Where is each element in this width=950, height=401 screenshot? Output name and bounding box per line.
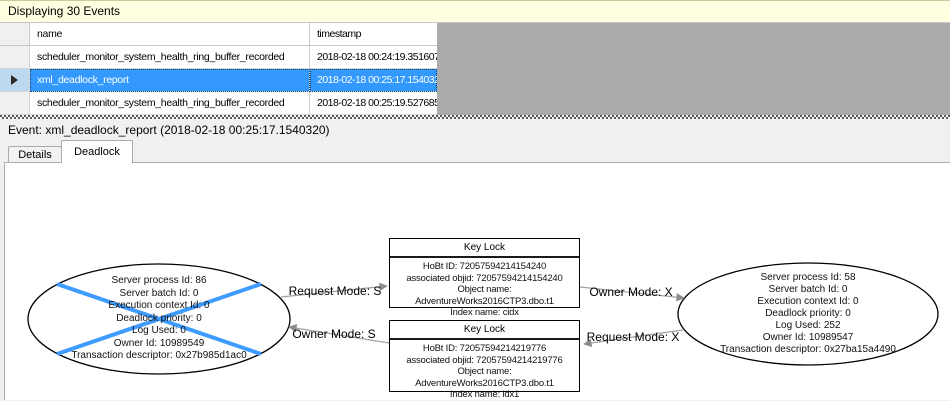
row-selector[interactable] bbox=[0, 46, 30, 69]
key-lock-node-top[interactable]: Key Lock HoBt ID: 72057594214154240 asso… bbox=[389, 238, 580, 318]
process-detail-line: Server process Id: 86 bbox=[111, 275, 207, 286]
process-detail-line: Execution context Id: 0 bbox=[108, 300, 210, 311]
grid-header-row: name timestamp bbox=[0, 23, 437, 46]
row-selector-current[interactable] bbox=[0, 69, 30, 92]
cell-name[interactable]: scheduler_monitor_system_health_ring_buf… bbox=[30, 92, 310, 115]
table-row[interactable]: scheduler_monitor_system_health_ring_buf… bbox=[0, 92, 437, 115]
cell-timestamp[interactable]: 2018-02-18 00:24:19.3516078 bbox=[310, 46, 437, 69]
lock-detail-line: associated objid: 72057594214219776 bbox=[406, 354, 563, 366]
lock-detail-line: HoBt ID: 72057594214154240 bbox=[422, 261, 547, 272]
key-lock-title: Key Lock bbox=[390, 239, 579, 258]
edge-label-owner-mode-s: Owner Mode: S bbox=[292, 327, 376, 341]
process-detail-line: Owner Id: 10989547 bbox=[762, 332, 854, 343]
key-lock-details: HoBt ID: 72057594214219776 associated ob… bbox=[390, 340, 579, 401]
table-row[interactable]: scheduler_monitor_system_health_ring_buf… bbox=[0, 46, 437, 69]
lock-detail-line: Object name: AdventureWorks2016CTP3.dbo.… bbox=[415, 366, 554, 389]
event-summary-bar: Event: xml_deadlock_report (2018-02-18 0… bbox=[0, 119, 950, 141]
event-summary-label: Event: xml_deadlock_report (2018-02-18 0… bbox=[8, 123, 330, 137]
events-grid: name timestamp scheduler_monitor_system_… bbox=[0, 23, 437, 115]
grid-header-timestamp[interactable]: timestamp bbox=[310, 23, 437, 46]
process-detail-line: Server batch Id: 0 bbox=[768, 284, 848, 295]
row-selector[interactable] bbox=[0, 92, 30, 115]
lock-detail-line: Index name: idx1 bbox=[449, 389, 520, 400]
key-lock-title: Key Lock bbox=[390, 321, 579, 340]
edge-label-owner-mode-x: Owner Mode: X bbox=[589, 285, 673, 299]
current-row-arrow-icon bbox=[11, 75, 18, 85]
process-detail-line: Execution context Id: 0 bbox=[757, 296, 859, 307]
process-detail-line: Transaction descriptor: 0x27b985d1ac0 bbox=[71, 350, 247, 361]
table-row-selected[interactable]: xml_deadlock_report 2018-02-18 00:25:17.… bbox=[0, 69, 437, 92]
grid-header-name[interactable]: name bbox=[30, 23, 310, 46]
tab-details[interactable]: Details bbox=[8, 146, 62, 162]
horizontal-splitter[interactable] bbox=[0, 115, 950, 119]
grid-header-selector bbox=[0, 23, 30, 46]
events-count-label: Displaying 30 Events bbox=[8, 4, 121, 18]
cell-timestamp[interactable]: 2018-02-18 00:25:19.5276859 bbox=[310, 92, 437, 115]
process-detail-line: Server process Id: 58 bbox=[760, 272, 856, 283]
process-detail-line: Owner Id: 10989549 bbox=[113, 337, 205, 349]
events-count-bar: Displaying 30 Events bbox=[0, 0, 950, 23]
process-detail-line: Transaction descriptor: 0x27ba15a4490 bbox=[720, 344, 896, 355]
key-lock-node-bottom[interactable]: Key Lock HoBt ID: 72057594214219776 asso… bbox=[389, 320, 580, 400]
edge-label-request-mode-x: Request Mode: X bbox=[586, 330, 680, 344]
edge-label-request-mode-s: Request Mode: S bbox=[288, 284, 382, 298]
process-detail-line: Deadlock priority: 0 bbox=[116, 312, 202, 324]
victim-process-details: Server process Id: 86 Server batch Id: 0… bbox=[19, 275, 299, 363]
process-detail-line: Server batch Id: 0 bbox=[119, 287, 199, 299]
cell-timestamp[interactable]: 2018-02-18 00:25:17.1540320 bbox=[310, 69, 437, 92]
process-detail-line: Deadlock priority: 0 bbox=[765, 308, 851, 319]
key-lock-details: HoBt ID: 72057594214154240 associated ob… bbox=[390, 258, 579, 319]
lock-detail-line: HoBt ID: 72057594214219776 bbox=[422, 343, 547, 354]
cell-name[interactable]: scheduler_monitor_system_health_ring_buf… bbox=[30, 46, 310, 69]
lock-detail-line: associated objid: 72057594214154240 bbox=[406, 272, 563, 284]
lock-detail-line: Object name: AdventureWorks2016CTP3.dbo.… bbox=[415, 284, 554, 307]
process-detail-line: Log Used: 252 bbox=[775, 320, 841, 331]
grid-empty-area bbox=[437, 23, 950, 115]
cell-name[interactable]: xml_deadlock_report bbox=[30, 69, 310, 92]
lock-detail-line: Index name: cidx bbox=[450, 307, 519, 318]
surviving-process-details: Server process Id: 58 Server batch Id: 0… bbox=[668, 272, 948, 356]
process-detail-line: Log Used: 0 bbox=[132, 325, 186, 336]
tab-deadlock[interactable]: Deadlock bbox=[61, 140, 133, 163]
